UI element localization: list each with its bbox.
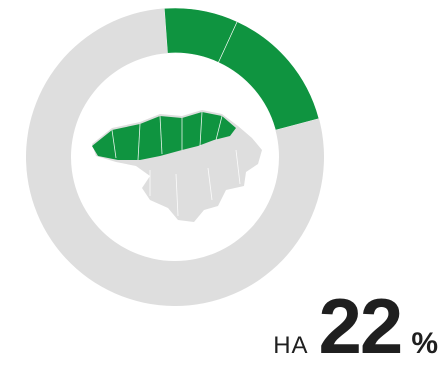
ukraine-map-icon: [92, 110, 262, 222]
donut-slice-3: [26, 8, 324, 306]
caption-value: 22: [318, 282, 404, 370]
donut-slices: [26, 7, 324, 306]
caption-prefix: НА: [273, 332, 309, 359]
donut-slice-2: [218, 21, 320, 131]
caption-unit: %: [411, 327, 438, 360]
percentage-caption: НА 22 %: [273, 282, 438, 370]
